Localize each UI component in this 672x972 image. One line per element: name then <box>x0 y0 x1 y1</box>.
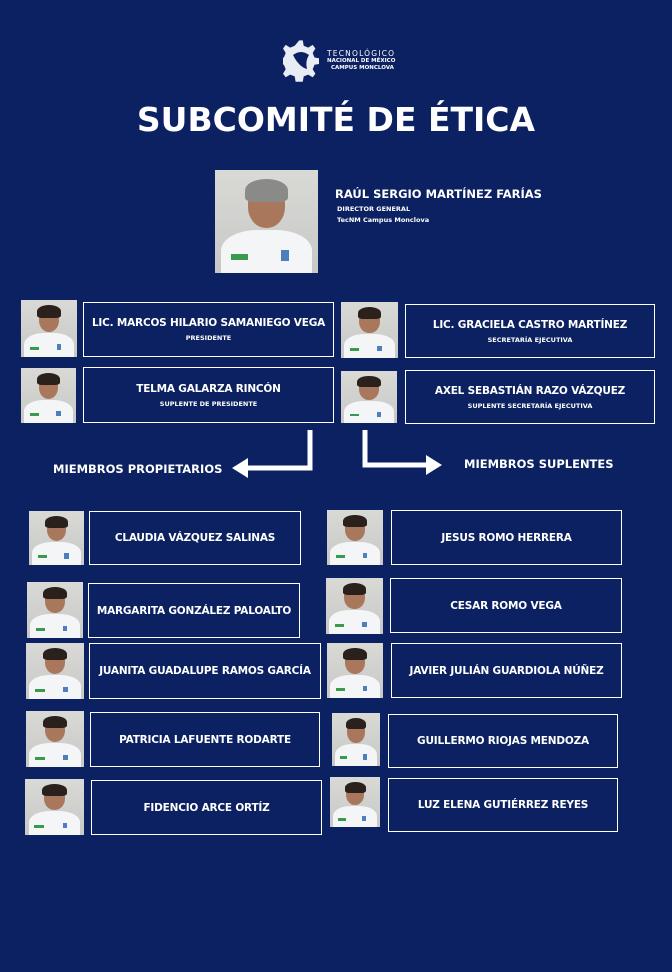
officer-role: SECRETARÍA EJECUTIVA <box>487 335 573 344</box>
member-name: CLAUDIA VÁZQUEZ SALINAS <box>114 532 276 544</box>
suplente-member-card: CESAR ROMO VEGA <box>390 578 622 633</box>
member-name: GUILLERMO RIOJAS MENDOZA <box>417 735 589 747</box>
officer-name: LIC. GRACIELA CASTRO MARTÍNEZ <box>432 318 628 331</box>
member-name: LUZ ELENA GUTIÉRREZ REYES <box>417 799 589 811</box>
suplente-member-card: LUZ ELENA GUTIÉRREZ REYES <box>388 778 618 832</box>
arrow-left-icon <box>245 430 313 471</box>
suplentes-heading: MIEMBROS SUPLENTES <box>464 457 614 471</box>
logo-line2: NACIONAL DE MÉXICO <box>327 58 396 64</box>
officer-role: SUPLENTE SECRETARÍA EJECUTIVA <box>467 401 593 410</box>
officer-role: PRESIDENTE <box>185 334 232 342</box>
arrow-right-head <box>426 455 442 475</box>
member-photo <box>26 711 84 767</box>
officer-photo <box>341 302 398 358</box>
officer-photo <box>21 300 77 357</box>
member-photo <box>29 511 84 565</box>
member-name: JUANITA GUADALUPE RAMOS GARCÍA <box>99 665 311 677</box>
arrow-right-icon <box>362 430 428 468</box>
officer-card-secretary-alternate: AXEL SEBASTIÁN RAZO VÁZQUEZ SUPLENTE SECR… <box>405 370 655 424</box>
arrow-left-head <box>232 458 248 478</box>
suplente-member-card: JAVIER JULIÁN GUARDIOLA NÚÑEZ <box>391 643 622 698</box>
member-name: MARGARITA GONZÁLEZ PALOALTO <box>96 604 292 617</box>
member-photo <box>26 643 84 699</box>
member-photo <box>326 578 383 634</box>
gear-eagle-icon <box>283 40 319 82</box>
member-photo <box>25 779 84 835</box>
officer-name: TELMA GALARZA RINCÓN <box>136 382 281 395</box>
officer-photo <box>341 371 397 423</box>
director-org: TecNM Campus Monclova <box>337 216 430 224</box>
member-photo <box>327 643 383 698</box>
officer-card-secretary: LIC. GRACIELA CASTRO MARTÍNEZ SECRETARÍA … <box>405 304 655 358</box>
member-photo <box>327 510 383 565</box>
logo-line3: CAMPUS MONCLOVA <box>331 65 394 71</box>
propietario-member-card: JUANITA GUADALUPE RAMOS GARCÍA <box>89 643 321 699</box>
member-photo <box>27 582 83 638</box>
suplente-member-card: JESUS ROMO HERRERA <box>391 510 622 565</box>
member-name: JAVIER JULIÁN GUARDIOLA NÚÑEZ <box>409 664 604 677</box>
propietario-member-card: PATRICIA LAFUENTE RODARTE <box>90 712 320 767</box>
tecnm-logo: TECNOLÓGICO NACIONAL DE MÉXICO CAMPUS MO… <box>283 35 398 85</box>
page-title: SUBCOMITÉ DE ÉTICA <box>136 100 536 139</box>
member-name: JESUS ROMO HERRERA <box>441 531 572 544</box>
suplente-member-card: GUILLERMO RIOJAS MENDOZA <box>388 714 618 768</box>
propietario-member-card: FIDENCIO ARCE ORTÍZ <box>91 780 322 835</box>
officer-photo <box>21 368 76 423</box>
director-photo <box>215 170 318 273</box>
member-photo <box>330 777 380 827</box>
officer-card-president: LIC. MARCOS HILARIO SAMANIEGO VEGA PRESID… <box>83 302 334 357</box>
member-name: PATRICIA LAFUENTE RODARTE <box>119 733 291 746</box>
propietarios-heading: MIEMBROS PROPIETARIOS <box>53 462 223 476</box>
director-name: RAÚL SERGIO MARTÍNEZ FARÍAS <box>335 187 542 201</box>
officer-card-president-alternate: TELMA GALARZA RINCÓN SUPLENTE DE PRESIDEN… <box>83 367 334 423</box>
member-photo <box>332 713 380 766</box>
propietario-member-card: MARGARITA GONZÁLEZ PALOALTO <box>88 583 300 638</box>
director-role: DIRECTOR GENERAL <box>337 205 411 213</box>
member-name: FIDENCIO ARCE ORTÍZ <box>143 801 270 814</box>
officer-name: LIC. MARCOS HILARIO SAMANIEGO VEGA <box>91 317 326 329</box>
officer-name: AXEL SEBASTIÁN RAZO VÁZQUEZ <box>434 384 626 397</box>
logo-line1: TECNOLÓGICO <box>327 49 396 58</box>
officer-role: SUPLENTE DE PRESIDENTE <box>159 399 258 408</box>
member-name: CESAR ROMO VEGA <box>450 599 562 612</box>
propietario-member-card: CLAUDIA VÁZQUEZ SALINAS <box>89 511 301 565</box>
